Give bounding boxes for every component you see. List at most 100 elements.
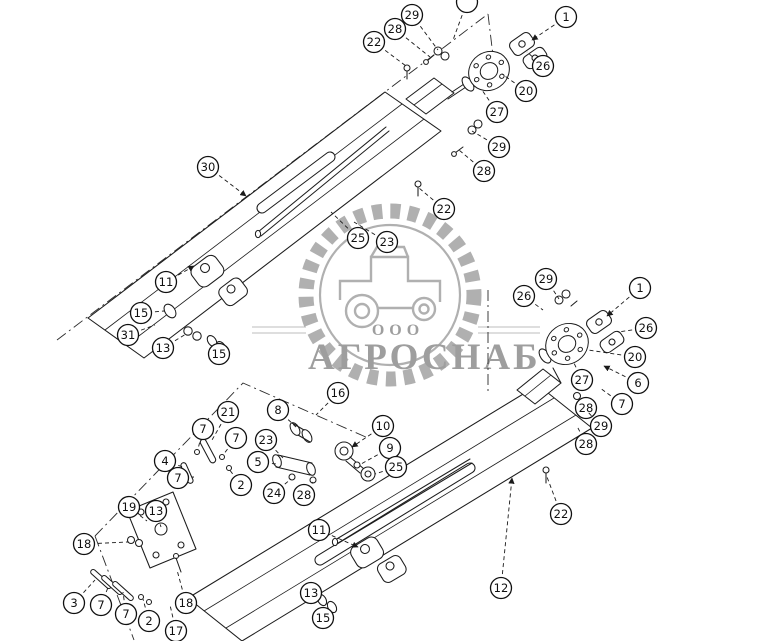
callout-31: 31 (116, 323, 140, 347)
callout-13: 13 (299, 581, 323, 605)
callout-15: 15 (129, 301, 153, 325)
leader-line (481, 89, 498, 113)
leader-line (360, 447, 391, 465)
callout-18: 18 (174, 591, 198, 615)
callout-13: 13 (151, 336, 175, 360)
svg-text:28: 28 (297, 488, 312, 502)
beam-slot (256, 151, 336, 214)
callout-16: 16 (326, 381, 350, 405)
callout-6: 6 (626, 371, 650, 395)
callout-28: 28 (574, 396, 598, 420)
callout-22: 22 (362, 30, 386, 54)
washer (288, 473, 296, 481)
leader-line (458, 149, 485, 172)
svg-text:7: 7 (199, 422, 206, 436)
right-clamp (586, 310, 612, 334)
svg-text:22: 22 (367, 35, 382, 49)
callout-15: 15 (207, 342, 231, 366)
bolt (225, 464, 233, 472)
svg-text:28: 28 (477, 164, 492, 178)
upper-mount-block (405, 77, 455, 115)
leader-line (603, 365, 639, 384)
svg-text:29: 29 (539, 272, 554, 286)
pin (199, 438, 217, 464)
svg-text:12: 12 (494, 581, 509, 595)
upper-hardware (403, 46, 483, 197)
leader-line (165, 265, 195, 283)
watermark: ООО АГРОСНАБ (252, 203, 541, 387)
svg-text:2: 2 (145, 614, 152, 628)
callout-27: 27 (570, 368, 594, 392)
callout-12: 12 (489, 576, 513, 600)
svg-text:25: 25 (351, 231, 366, 245)
svg-text:7: 7 (174, 471, 181, 485)
callout-28: 28 (472, 159, 496, 183)
watermark-company-prefix: ООО (372, 322, 424, 339)
svg-text:1: 1 (562, 10, 569, 24)
callout-15: 15 (311, 606, 335, 630)
svg-text:25: 25 (389, 460, 404, 474)
svg-text:29: 29 (405, 8, 420, 22)
callout-25: 25 (346, 226, 370, 250)
callout-26: 26 (531, 54, 555, 78)
callout-7: 7 (224, 426, 248, 450)
callout-20: 20 (623, 345, 647, 369)
svg-text:28: 28 (388, 22, 403, 36)
leader-line (471, 130, 500, 148)
svg-text:20: 20 (628, 350, 643, 364)
svg-text:26: 26 (639, 321, 654, 335)
right-clamp (599, 330, 625, 354)
callout-11: 11 (307, 518, 331, 542)
washer (353, 461, 361, 469)
callout-blank (455, 0, 479, 14)
svg-text:7: 7 (618, 397, 625, 411)
leader-line (73, 579, 96, 604)
callout-3: 3 (62, 591, 86, 615)
callout-20: 20 (514, 79, 538, 103)
svg-text:7: 7 (232, 431, 239, 445)
callout-28: 28 (383, 17, 407, 41)
upper-boundary-line (487, 13, 495, 65)
svg-text:17: 17 (169, 624, 184, 638)
lower-beam (187, 368, 593, 641)
pivot-hub (334, 441, 376, 482)
spool (289, 422, 313, 443)
svg-text:19: 19 (122, 500, 137, 514)
upper-bracket (190, 254, 248, 307)
svg-text:2: 2 (237, 478, 244, 492)
leader-line (211, 411, 229, 441)
callout-1: 1 (628, 276, 652, 300)
callout-11: 11 (154, 270, 178, 294)
callout-24: 24 (262, 481, 286, 505)
callout-22: 22 (549, 502, 573, 526)
callout-29: 29 (589, 414, 613, 438)
leader-line (617, 327, 647, 333)
washer (309, 476, 317, 484)
callout-1: 1 (554, 5, 578, 29)
svg-text:28: 28 (579, 401, 594, 415)
leader-line (351, 425, 384, 448)
svg-text:29: 29 (594, 419, 609, 433)
watermark-company-name: АГРОСНАБ (308, 337, 541, 378)
callout-26: 26 (512, 284, 536, 308)
svg-text:15: 15 (212, 347, 227, 361)
svg-text:13: 13 (156, 341, 171, 355)
link-cylinder (272, 454, 317, 484)
svg-text:29: 29 (492, 140, 507, 154)
svg-text:22: 22 (437, 202, 452, 216)
svg-text:3: 3 (70, 596, 77, 610)
callout-10: 10 (371, 414, 395, 438)
callout-29: 29 (487, 135, 511, 159)
callout-13: 13 (144, 499, 168, 523)
pivot-rod (331, 458, 473, 547)
upper-hub-assembly (403, 32, 548, 197)
callout-8: 8 (266, 398, 290, 422)
washer (126, 535, 136, 545)
callout-28: 28 (574, 432, 598, 456)
svg-text:26: 26 (536, 59, 551, 73)
callout-28: 28 (292, 483, 316, 507)
callout-26: 26 (634, 316, 658, 340)
upper-boundary-line (56, 13, 489, 341)
callout-7: 7 (114, 602, 138, 626)
callout-2: 2 (137, 609, 161, 633)
